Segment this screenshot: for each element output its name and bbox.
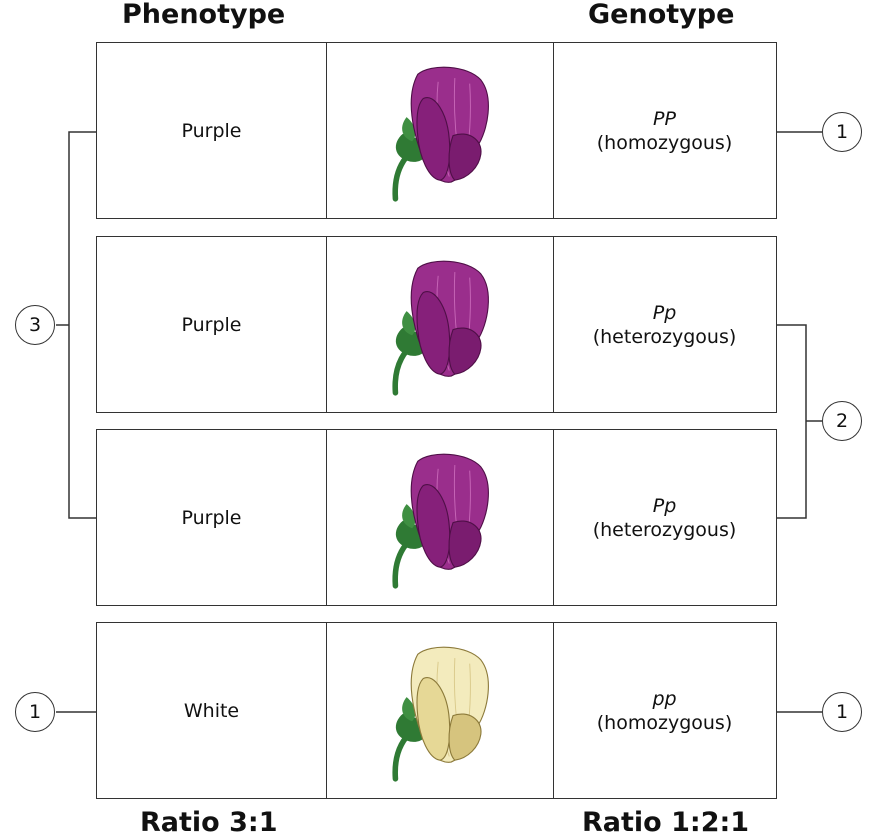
- count-circle-heterozygous: 2: [822, 401, 862, 441]
- phenotype-cell: White: [97, 623, 327, 798]
- genotype-row-1: Purple PP (homozygous): [96, 42, 777, 219]
- genotype-cell: pp (homozygous): [553, 623, 776, 798]
- flower-cell: [326, 43, 554, 218]
- purple-flower-image: [391, 66, 489, 202]
- count-heterozygous: 2: [835, 410, 849, 432]
- genotype-ratio: Ratio 1:2:1: [582, 807, 750, 838]
- genotype-cell: PP (homozygous): [553, 43, 776, 218]
- zygosity-label: (homozygous): [596, 131, 733, 154]
- count-homozygous-dominant: 1: [835, 121, 849, 143]
- phenotype-cell: Purple: [97, 43, 327, 218]
- genotype-symbol: Pp: [652, 494, 677, 517]
- flower-cell: [326, 237, 554, 412]
- count-circle-homozygous-recessive: 1: [822, 692, 862, 732]
- heterozygous-bracket: [777, 324, 807, 519]
- flower-cell: [326, 430, 554, 605]
- phenotype-cell: Purple: [97, 237, 327, 412]
- purple-flower-image: [391, 260, 489, 396]
- phenotype-cell: Purple: [97, 430, 327, 605]
- genotype-cell: Pp (heterozygous): [553, 237, 776, 412]
- genotype-row-2: Purple Pp (heterozygous): [96, 236, 777, 413]
- count-white-phenotype: 1: [28, 701, 42, 723]
- count-homozygous-recessive: 1: [835, 701, 849, 723]
- white-flower-image: [391, 646, 489, 782]
- phenotype-label: Purple: [181, 119, 242, 142]
- genotype-symbol: Pp: [652, 301, 677, 324]
- count-circle-white-phenotype: 1: [15, 692, 55, 732]
- zygosity-label: (heterozygous): [592, 518, 737, 541]
- flower-cell: [326, 623, 554, 798]
- count-purple-phenotype: 3: [28, 314, 42, 336]
- genotype-cell: Pp (heterozygous): [553, 430, 776, 605]
- genotype-row-3: Purple Pp (heterozygous): [96, 429, 777, 606]
- genotype-header: Genotype: [588, 0, 735, 30]
- phenotype-label: Purple: [181, 313, 242, 336]
- phenotype-label: Purple: [181, 506, 242, 529]
- count-circle-purple-phenotype: 3: [15, 305, 55, 345]
- phenotype-label: White: [183, 699, 240, 722]
- count-circle-homozygous-dominant: 1: [822, 112, 862, 152]
- genotype-symbol: pp: [652, 687, 677, 710]
- phenotype-bracket-left: [68, 131, 96, 519]
- phenotype-ratio: Ratio 3:1: [140, 807, 278, 838]
- zygosity-label: (heterozygous): [592, 325, 737, 348]
- genotype-row-4: White pp (homozygous): [96, 622, 777, 799]
- zygosity-label: (homozygous): [596, 711, 733, 734]
- phenotype-header: Phenotype: [122, 0, 286, 30]
- purple-flower-image: [391, 453, 489, 589]
- genotype-symbol: PP: [653, 107, 676, 130]
